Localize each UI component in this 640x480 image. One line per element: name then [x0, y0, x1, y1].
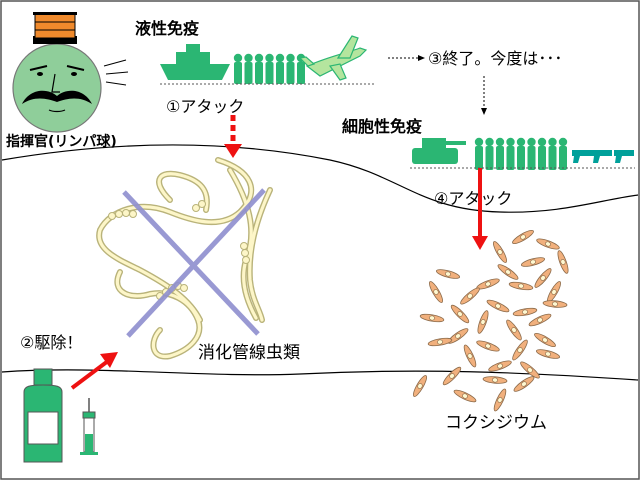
coccidium-cell	[460, 287, 480, 305]
coccidium-label: コクシジウム	[445, 413, 547, 433]
syringe-icon	[80, 398, 98, 455]
attack-arrow-drug	[70, 352, 118, 390]
coccidium-cell	[535, 349, 561, 359]
coccidium-cell	[412, 375, 428, 397]
coccidium-cell	[520, 257, 546, 267]
coccidium-cell	[534, 268, 552, 288]
coccidium-cell	[508, 281, 534, 291]
coccidium-cell	[453, 389, 477, 403]
medicine-bottle-icon	[23, 368, 63, 463]
gun-icons	[572, 150, 634, 163]
coccidium-cell	[476, 278, 500, 290]
coccidium-cell	[512, 229, 534, 245]
coccidium-cell	[492, 241, 508, 263]
coccidium-cell	[534, 332, 556, 348]
coccidium-cell	[542, 300, 568, 308]
dotted-arrow-right	[388, 55, 425, 61]
cross-mark	[122, 188, 266, 338]
soldier-row-humoral	[233, 53, 306, 84]
coccidium-cell	[557, 250, 569, 274]
commander-icon	[12, 12, 129, 133]
coccidium-cell	[482, 376, 508, 384]
coccidium-cell	[428, 281, 444, 303]
coccidium-cell	[528, 313, 552, 327]
step3-label: ③終了。今度は･･･	[428, 49, 562, 68]
coccidium-cell	[419, 313, 445, 323]
cellular-title: 細胞性免疫	[342, 117, 422, 136]
coccidium-cell	[512, 307, 538, 317]
coccidium-cell	[477, 310, 489, 334]
humoral-title: 液性免疫	[135, 19, 199, 38]
ship-icon	[160, 44, 230, 80]
cellular-attack-label: ④アタック	[434, 189, 512, 208]
nematode-worms	[96, 157, 273, 360]
coccidium-cell	[512, 339, 528, 361]
attack-arrow-cellular	[472, 168, 488, 250]
coccidium-cell	[427, 337, 453, 347]
coccidium-cell	[506, 319, 522, 341]
attack-arrow-humoral	[224, 115, 242, 158]
coccidium-cell	[463, 344, 477, 368]
coccidium-cell	[536, 238, 560, 250]
coccidium-cell	[513, 376, 535, 392]
coccidium-cell	[447, 328, 469, 344]
commander-label: 指揮官(リンパ球)	[6, 133, 117, 150]
coccidium-cell	[442, 366, 462, 386]
step2-label: ②駆除！	[20, 333, 82, 352]
coccidium-cell	[486, 299, 510, 313]
coccidium-cell	[435, 269, 461, 279]
coccidium-cells	[412, 229, 569, 412]
tank-icon	[412, 138, 466, 164]
dotted-arrow-down	[481, 76, 487, 115]
humoral-attack-label: ①アタック	[166, 97, 244, 116]
nematode-label: 消化管線虫類	[198, 343, 300, 363]
coccidium-cell	[520, 361, 540, 379]
coccidium-cell	[476, 340, 500, 352]
coccidium-cell	[493, 388, 507, 412]
airplane-icon	[298, 35, 368, 81]
coccidium-cell	[546, 281, 562, 303]
boundary-line-top	[1, 144, 639, 213]
coccidium-cell	[488, 360, 512, 372]
soldier-row-cellular	[474, 137, 568, 170]
coccidium-cell	[497, 264, 519, 280]
